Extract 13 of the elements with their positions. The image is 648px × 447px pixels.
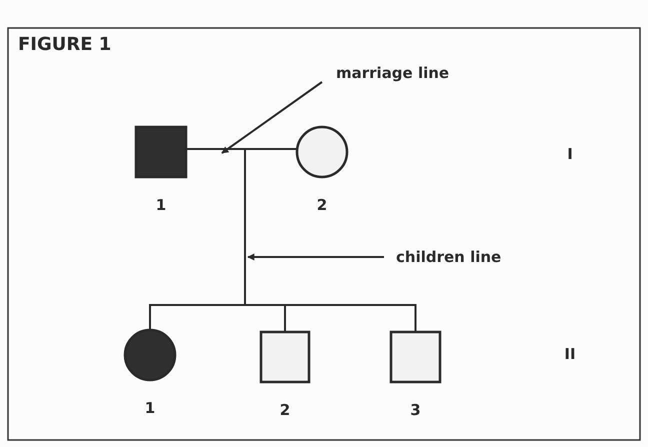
individual-number: 1 — [144, 399, 156, 417]
leader-line — [247, 254, 384, 260]
individual-number: 1 — [154, 196, 168, 214]
generation-numeral: I — [566, 145, 574, 163]
pedigree-line — [244, 148, 416, 331]
generation-numeral: II — [563, 345, 577, 363]
callout-text: children line — [384, 246, 536, 268]
figure-title: FIGURE 1 — [18, 34, 112, 55]
individual-number: 3 — [409, 401, 422, 419]
leader-line — [221, 81, 323, 154]
callout-text: marriage line — [324, 62, 476, 84]
individual-number: 2 — [278, 401, 292, 419]
individual-number: 2 — [316, 196, 328, 214]
